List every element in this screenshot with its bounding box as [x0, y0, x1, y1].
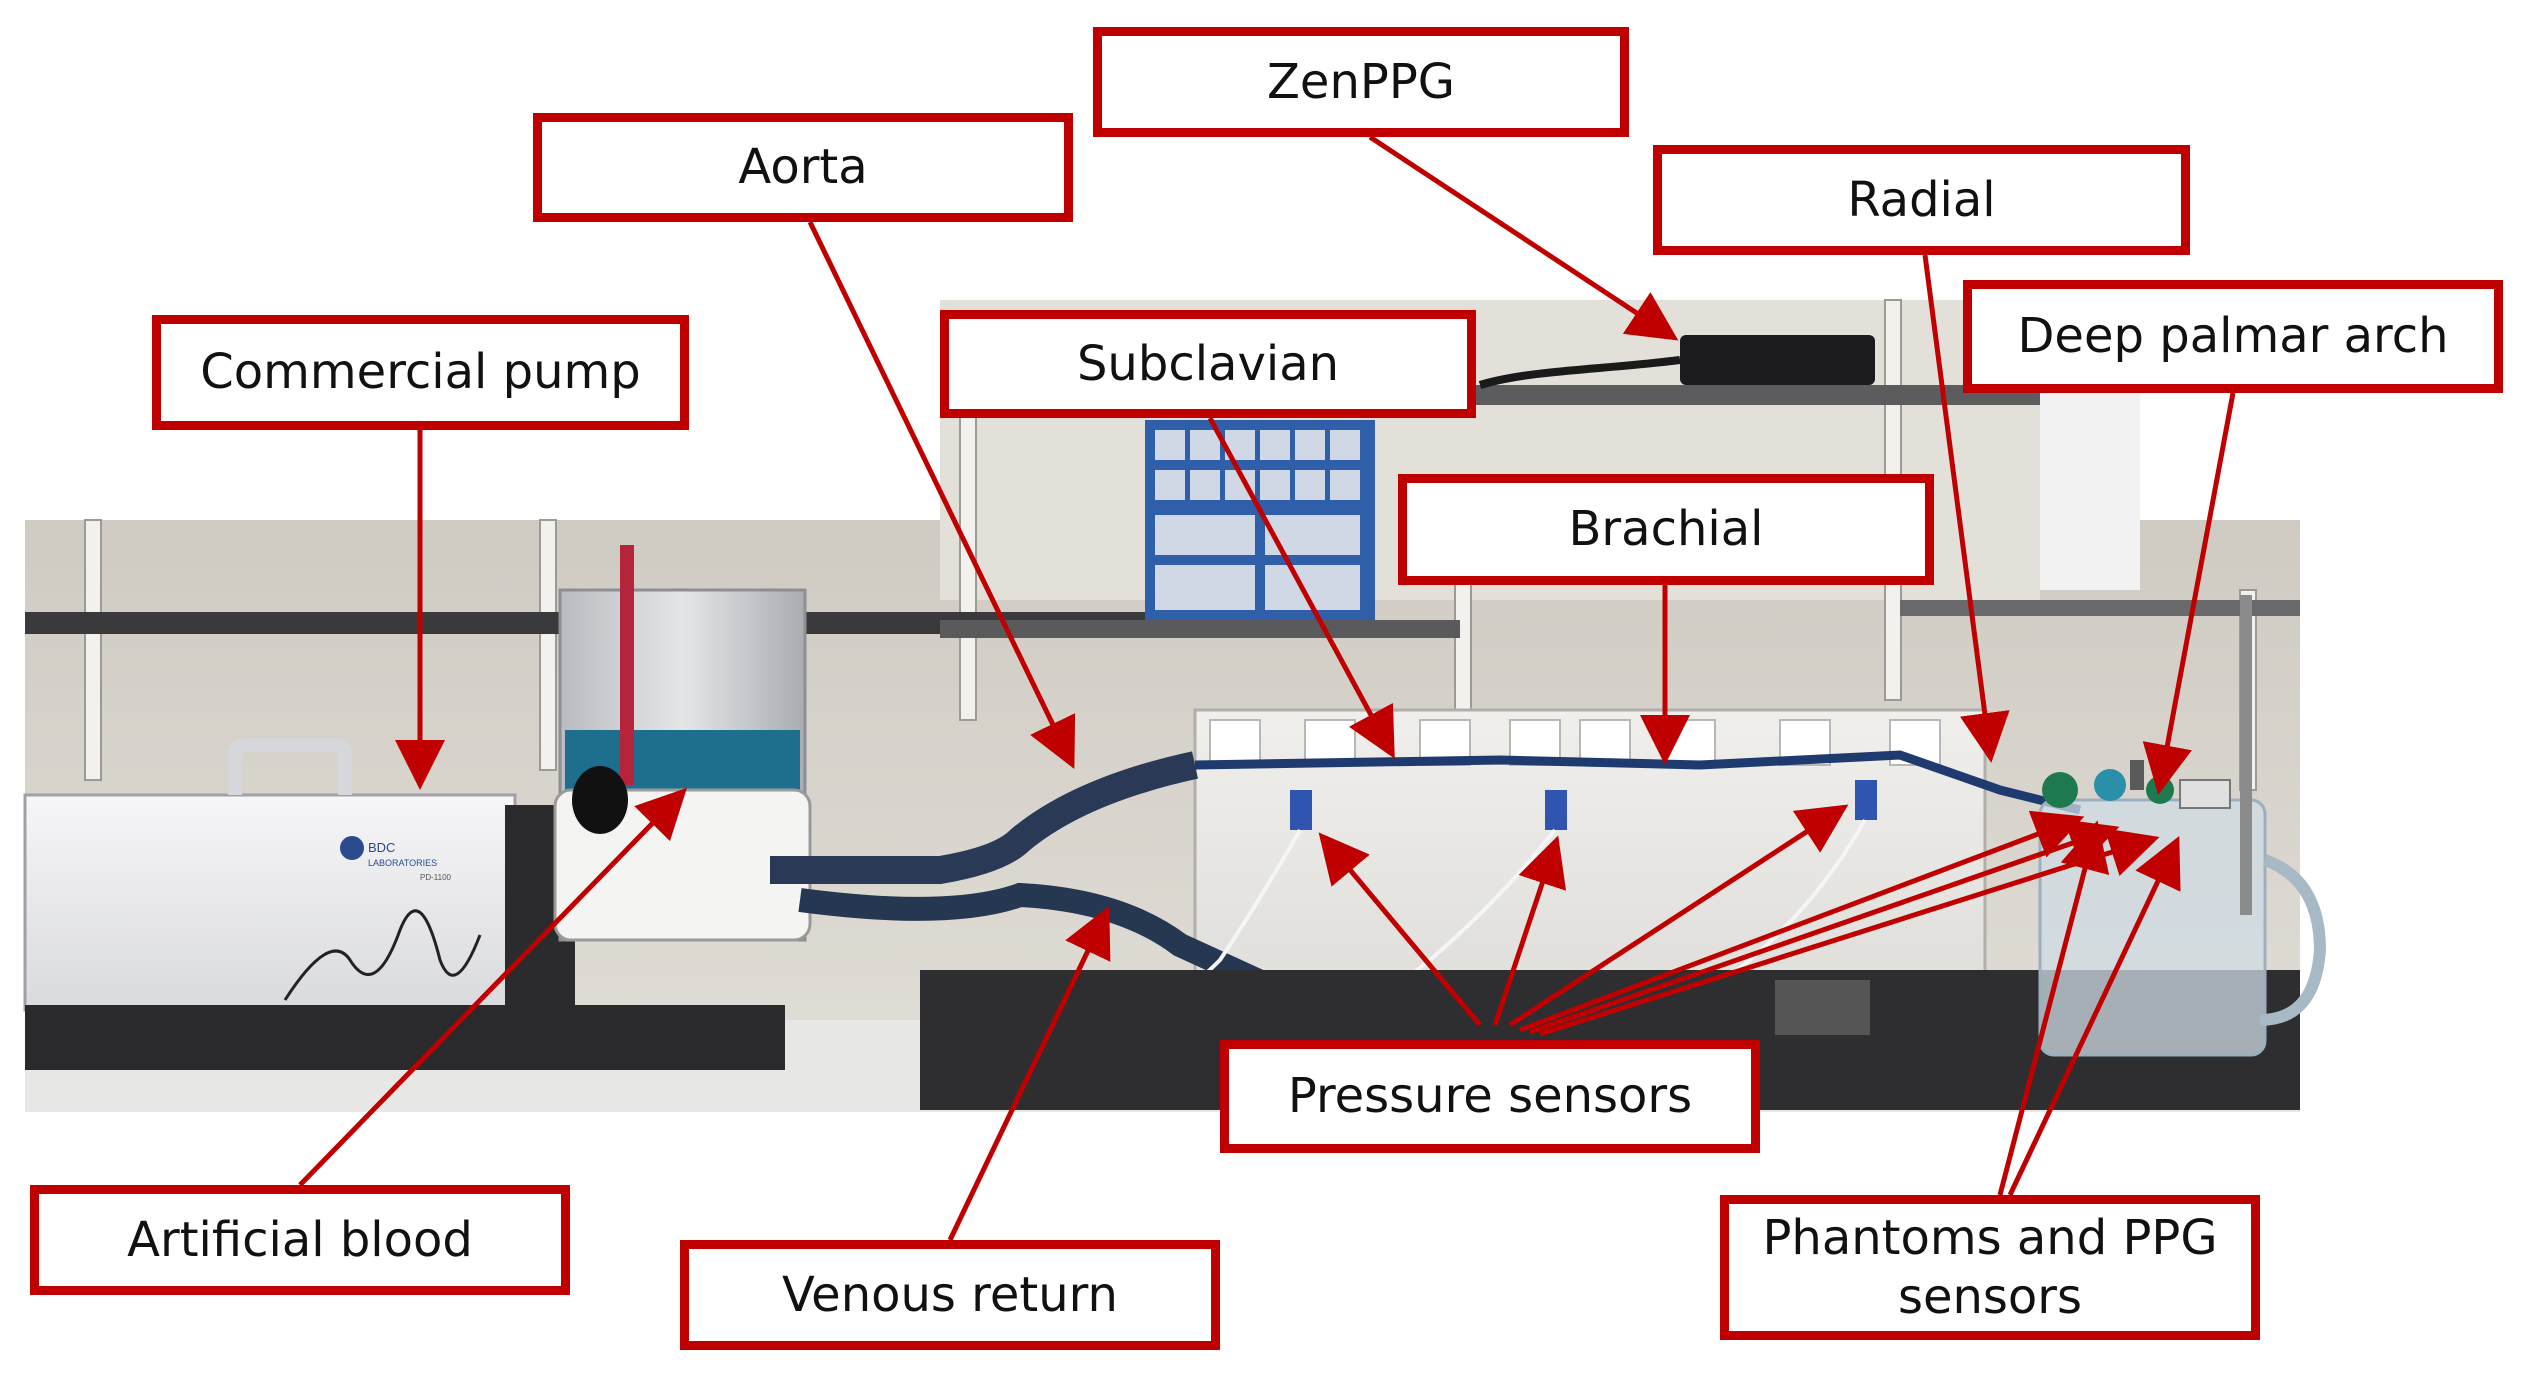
label-pressure-sensors: Pressure sensors	[1220, 1040, 1760, 1153]
label-phantoms-line2: sensors	[1897, 1268, 2083, 1325]
label-venous-return-text: Venous return	[782, 1266, 1118, 1323]
label-pressure-sensors-text: Pressure sensors	[1287, 1068, 1693, 1125]
label-subclavian-text: Subclavian	[1076, 335, 1340, 392]
middle-shelf	[940, 620, 1460, 638]
label-brachial: Brachial	[1398, 474, 1934, 585]
label-venous-return: Venous return	[680, 1240, 1220, 1350]
label-phantoms-line1: Phantoms and PPG	[1762, 1209, 2218, 1266]
pump-model-label: PD-1100	[420, 873, 452, 882]
venous-tube	[798, 882, 1305, 1011]
upper-shelf	[1425, 385, 2040, 405]
clamp-stand	[2240, 595, 2252, 915]
zenppg-device	[1680, 335, 1875, 385]
label-subclavian: Subclavian	[940, 310, 1476, 418]
label-brachial-text: Brachial	[1568, 501, 1764, 558]
label-zenppg: ZenPPG	[1093, 27, 1629, 137]
label-artificial-blood: Artificial blood	[30, 1185, 570, 1295]
aorta-tube	[770, 751, 1198, 884]
left-tray	[25, 1005, 785, 1070]
label-deep-palmar-arch-text: Deep palmar arch	[2017, 308, 2449, 365]
label-commercial-pump: Commercial pump	[152, 315, 689, 430]
label-aorta-text: Aorta	[738, 139, 868, 196]
pump-brand-label: BDC	[368, 840, 395, 855]
label-artificial-blood-text: Artificial blood	[127, 1211, 473, 1268]
label-phantoms-ppg-sensors: Phantoms and PPG sensors	[1720, 1195, 2260, 1340]
label-radial: Radial	[1653, 145, 2190, 255]
label-radial-text: Radial	[1847, 171, 1996, 228]
label-commercial-pump-text: Commercial pump	[200, 344, 641, 401]
drawer-cabinet	[1145, 420, 1375, 620]
bench-clamp	[1775, 980, 1870, 1035]
pump-brand-sub-label: LABORATORIES	[368, 858, 437, 868]
label-deep-palmar-arch: Deep palmar arch	[1963, 280, 2503, 393]
arterial-tube	[1194, 750, 2082, 815]
label-zenppg-text: ZenPPG	[1267, 53, 1455, 110]
label-aorta: Aorta	[533, 113, 1073, 222]
